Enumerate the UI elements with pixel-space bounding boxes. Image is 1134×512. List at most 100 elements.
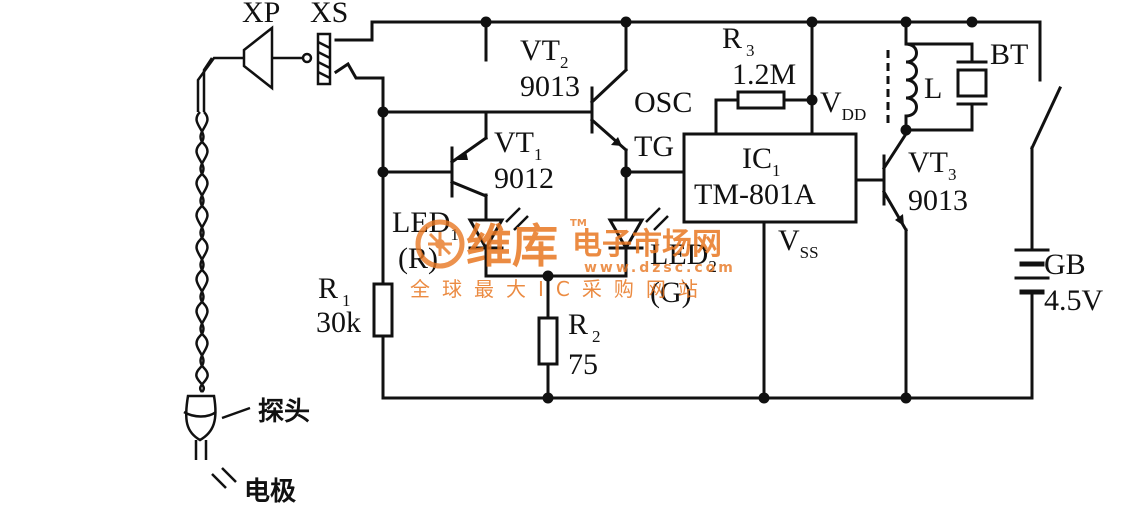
junction [542,270,554,282]
led1-light-arrows-icon [505,207,529,231]
vt2-part: 9013 [520,70,580,103]
vt3-arrow-icon [895,214,904,226]
xp-pin-tip [301,52,313,64]
r1-value: 30k [316,306,361,339]
top-rail-wire [334,20,1042,82]
led2-color: (G) [650,276,692,309]
led2-light-arrows-icon [645,207,669,231]
junction [542,392,554,404]
r3-resistor-icon [736,90,786,110]
vt3-part: 9013 [908,184,968,217]
ic-pin-osc: OSC [634,86,692,119]
vt2-ref: VT2 [520,34,569,72]
watermark-brand: 维库 [466,219,558,273]
buzzer [956,60,988,106]
vt2-arrow-icon [611,137,622,146]
led2-diode-icon [607,218,645,252]
wires [333,20,1042,400]
xs-socket-hatch [317,40,331,80]
ic-pin-tg: TG [634,130,674,163]
junction [620,166,632,178]
r3-left-wire [714,98,740,136]
connector [196,25,332,112]
probe-icon [184,394,217,442]
junction [900,392,912,404]
junction [377,166,389,178]
probe-band [183,410,217,418]
inductor-label: L [924,72,942,105]
twisted-cable [195,111,209,393]
watermark-site: 电子市场网 [572,227,722,262]
cable-strand-a [195,111,205,393]
electrode-label: 电极 [244,477,297,507]
battery-value: 4.5V [1044,284,1104,317]
xs-label: XS [310,0,348,29]
xs-contact-wire [333,61,385,107]
junction [758,392,770,404]
junction [377,106,389,118]
vt1-transistor [438,135,489,198]
cable-strand-b [199,111,209,393]
vt3-collector-lead [881,131,909,171]
battery [1014,248,1050,322]
junction [900,16,912,28]
switch-icon[interactable] [1030,86,1062,150]
ic-ref: IC1 [742,142,781,180]
battery-ref: GB [1044,248,1086,281]
inductor-coil-icon [904,42,918,132]
probe-label: 探头 [258,397,310,427]
led2-ref: LED2 [650,238,717,276]
vt3-ref: VT3 [908,146,957,184]
ic-pin-vss: VSS [778,224,819,262]
vt1-collector-lead [450,180,488,198]
probe-cable-top-b [202,57,214,112]
vt3-transistor [881,131,909,233]
vt1-emitter-lead [449,135,489,165]
junction [480,16,492,28]
r2-resistor-icon [537,316,559,366]
junction [620,16,632,28]
inductor [886,42,918,132]
junction [966,16,978,28]
buzzer-plates [956,60,988,106]
led1-diode-icon [467,218,505,252]
xp-plug-icon [242,25,274,91]
xp-label: XP [242,0,280,29]
bottom-rail-wire [381,318,1034,400]
vt1-ref: VT1 [494,126,543,164]
led1 [467,207,529,252]
buzzer-icon [956,68,988,98]
ic-pin-vdd: VDD [820,86,866,124]
led2 [607,207,669,252]
buzzer-label: BT [990,38,1028,71]
electrode-pins [194,440,208,460]
r3-value: 1.2M [732,58,796,91]
vt2-transistor [588,67,629,153]
watermark: 维库 电子市场网 www.dzsc.com 全球最大IC采购网站 TM [410,218,736,301]
bt-bottom-wire [904,102,974,132]
watermark-logo-icon [415,219,465,269]
junction [806,16,818,28]
probe-leader [221,406,251,420]
r2-value: 75 [568,348,598,381]
r1-resistor-icon [372,282,394,338]
junction [806,94,818,106]
bt-top-wire [904,42,974,64]
probe [183,394,251,489]
electrode-arrows-icon [211,467,237,489]
led-bottom-wire [484,246,628,278]
ic1-box [682,132,858,224]
watermark-tm: TM [570,218,587,229]
junctions [377,16,978,404]
vt1-arrow-icon [456,151,468,160]
ic-part: TM-801A [694,178,816,211]
vt1-part: 9012 [494,162,554,195]
watermark-slogan: 全球最大IC采购网站 [410,277,710,301]
vt2-collector-lead [589,67,629,105]
watermark-url: www.dzsc.com [584,260,736,276]
